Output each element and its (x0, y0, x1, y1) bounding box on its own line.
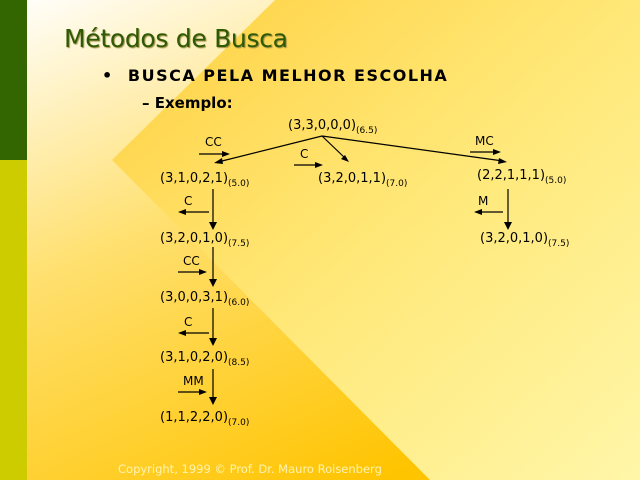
sidebar-top (0, 0, 27, 160)
tree-node: (3,1,0,2,0)(8.5) (160, 350, 250, 368)
operator-label: MC (475, 134, 494, 148)
operator-label: CC (183, 254, 200, 268)
tree-node: (3,2,0,1,0)(7.5) (160, 231, 250, 249)
tree-node: (3,1,0,2,1)(5.0) (160, 171, 250, 189)
operator-label: C (184, 194, 193, 208)
operator-label: C (184, 315, 193, 329)
tree-node: (3,0,0,3,1)(6.0) (160, 290, 250, 308)
tree-edges (209, 135, 512, 405)
operator-label: CC (205, 135, 222, 149)
operator-arrows (178, 149, 503, 395)
bullet-marker: • (102, 66, 114, 85)
tree-node: (2,2,1,1,1)(5.0) (477, 168, 567, 186)
tree-node: (3,2,0,1,0)(7.5) (480, 231, 570, 249)
tree-node: (3,2,0,1,1)(7.0) (318, 171, 408, 189)
copyright-footer: Copyright, 1999 © Prof. Dr. Mauro Roisen… (118, 462, 382, 476)
diamond-shape (112, 0, 640, 480)
tree-node: (1,1,2,2,0)(7.0) (160, 410, 250, 428)
sidebar-bottom (0, 160, 27, 480)
operator-label: M (478, 194, 489, 208)
operator-label: MM (183, 374, 204, 388)
bullet-text: BUSCA PELA MELHOR ESCOLHA (127, 66, 449, 85)
sub-bullet: – Exemplo: (142, 94, 233, 112)
slide-title: Métodos de Busca (64, 24, 288, 53)
main-bullet: • BUSCA PELA MELHOR ESCOLHA (102, 66, 448, 85)
operator-label: C (300, 147, 309, 161)
tree-node-root: (3,3,0,0,0)(6.5) (288, 118, 378, 136)
